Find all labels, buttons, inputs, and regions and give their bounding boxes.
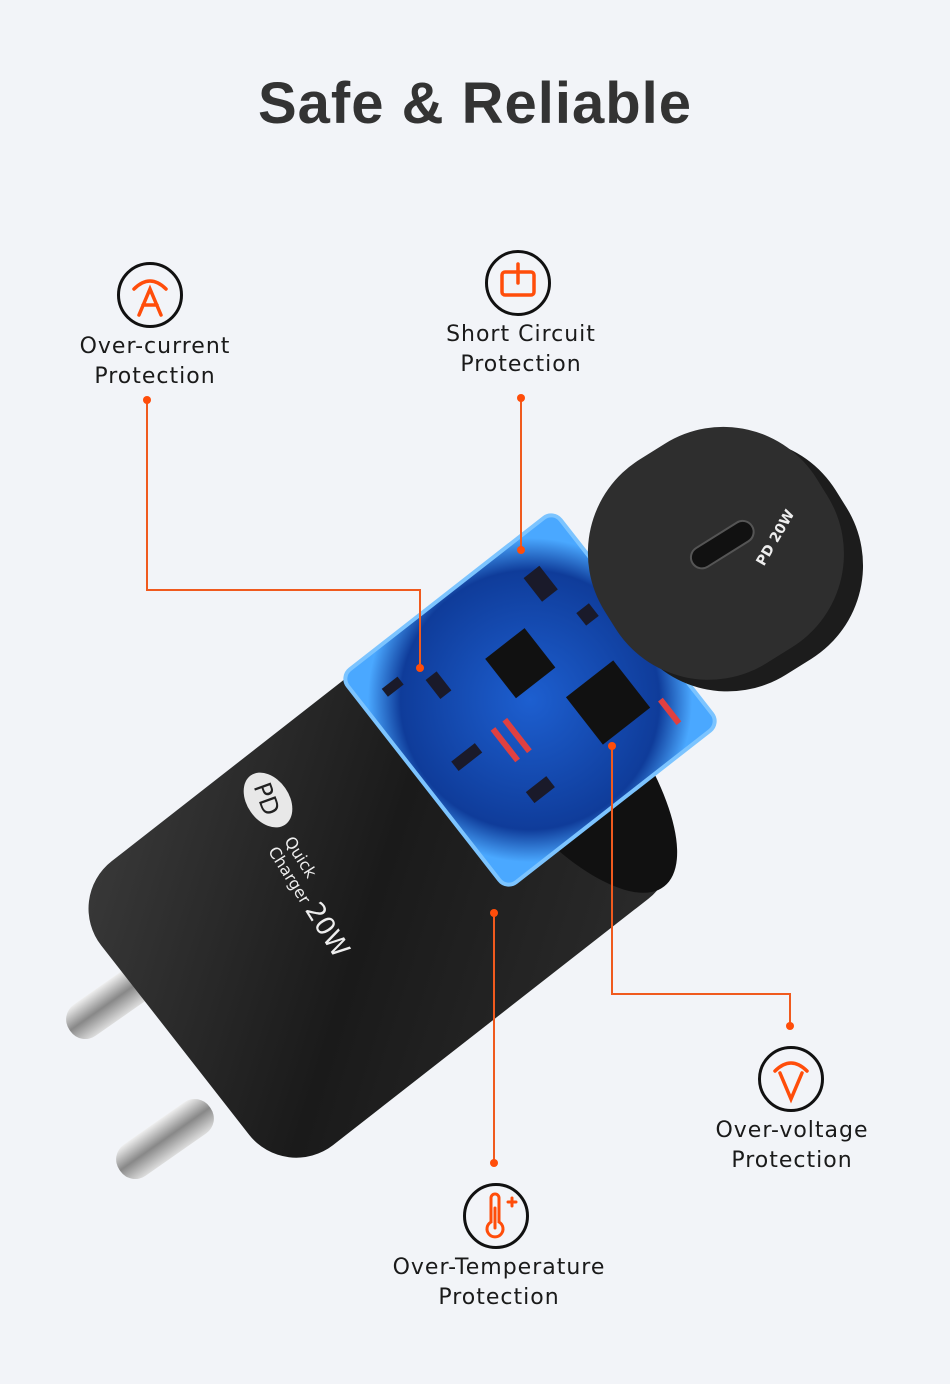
feature-line2: Protection — [94, 364, 216, 389]
feature-line2: Protection — [438, 1285, 560, 1310]
feature-over-voltage: Over-voltage Protection — [662, 1116, 922, 1176]
charger-cap — [587, 426, 864, 692]
power-plug-icon — [485, 250, 551, 316]
leader-lines — [146, 398, 791, 1163]
voltage-icon — [758, 1046, 824, 1112]
feature-line2: Protection — [731, 1148, 853, 1173]
page-title: Safe & Reliable — [257, 71, 693, 136]
feature-line1: Short Circuit — [446, 322, 596, 347]
feature-line1: Over-voltage — [715, 1118, 869, 1143]
usb-c-port — [689, 519, 755, 570]
thermometer-icon — [463, 1183, 529, 1249]
feature-line1: Over-Temperature — [392, 1255, 606, 1280]
ampere-icon — [117, 262, 183, 328]
feature-line1: Over-current — [79, 334, 231, 359]
feature-over-current: Over-current Protection — [25, 332, 285, 392]
feature-line2: Protection — [460, 352, 582, 377]
feature-short-circuit: Short Circuit Protection — [391, 320, 651, 380]
feature-over-temperature: Over-Temperature Protection — [369, 1253, 629, 1313]
leader-dots — [143, 394, 794, 1167]
